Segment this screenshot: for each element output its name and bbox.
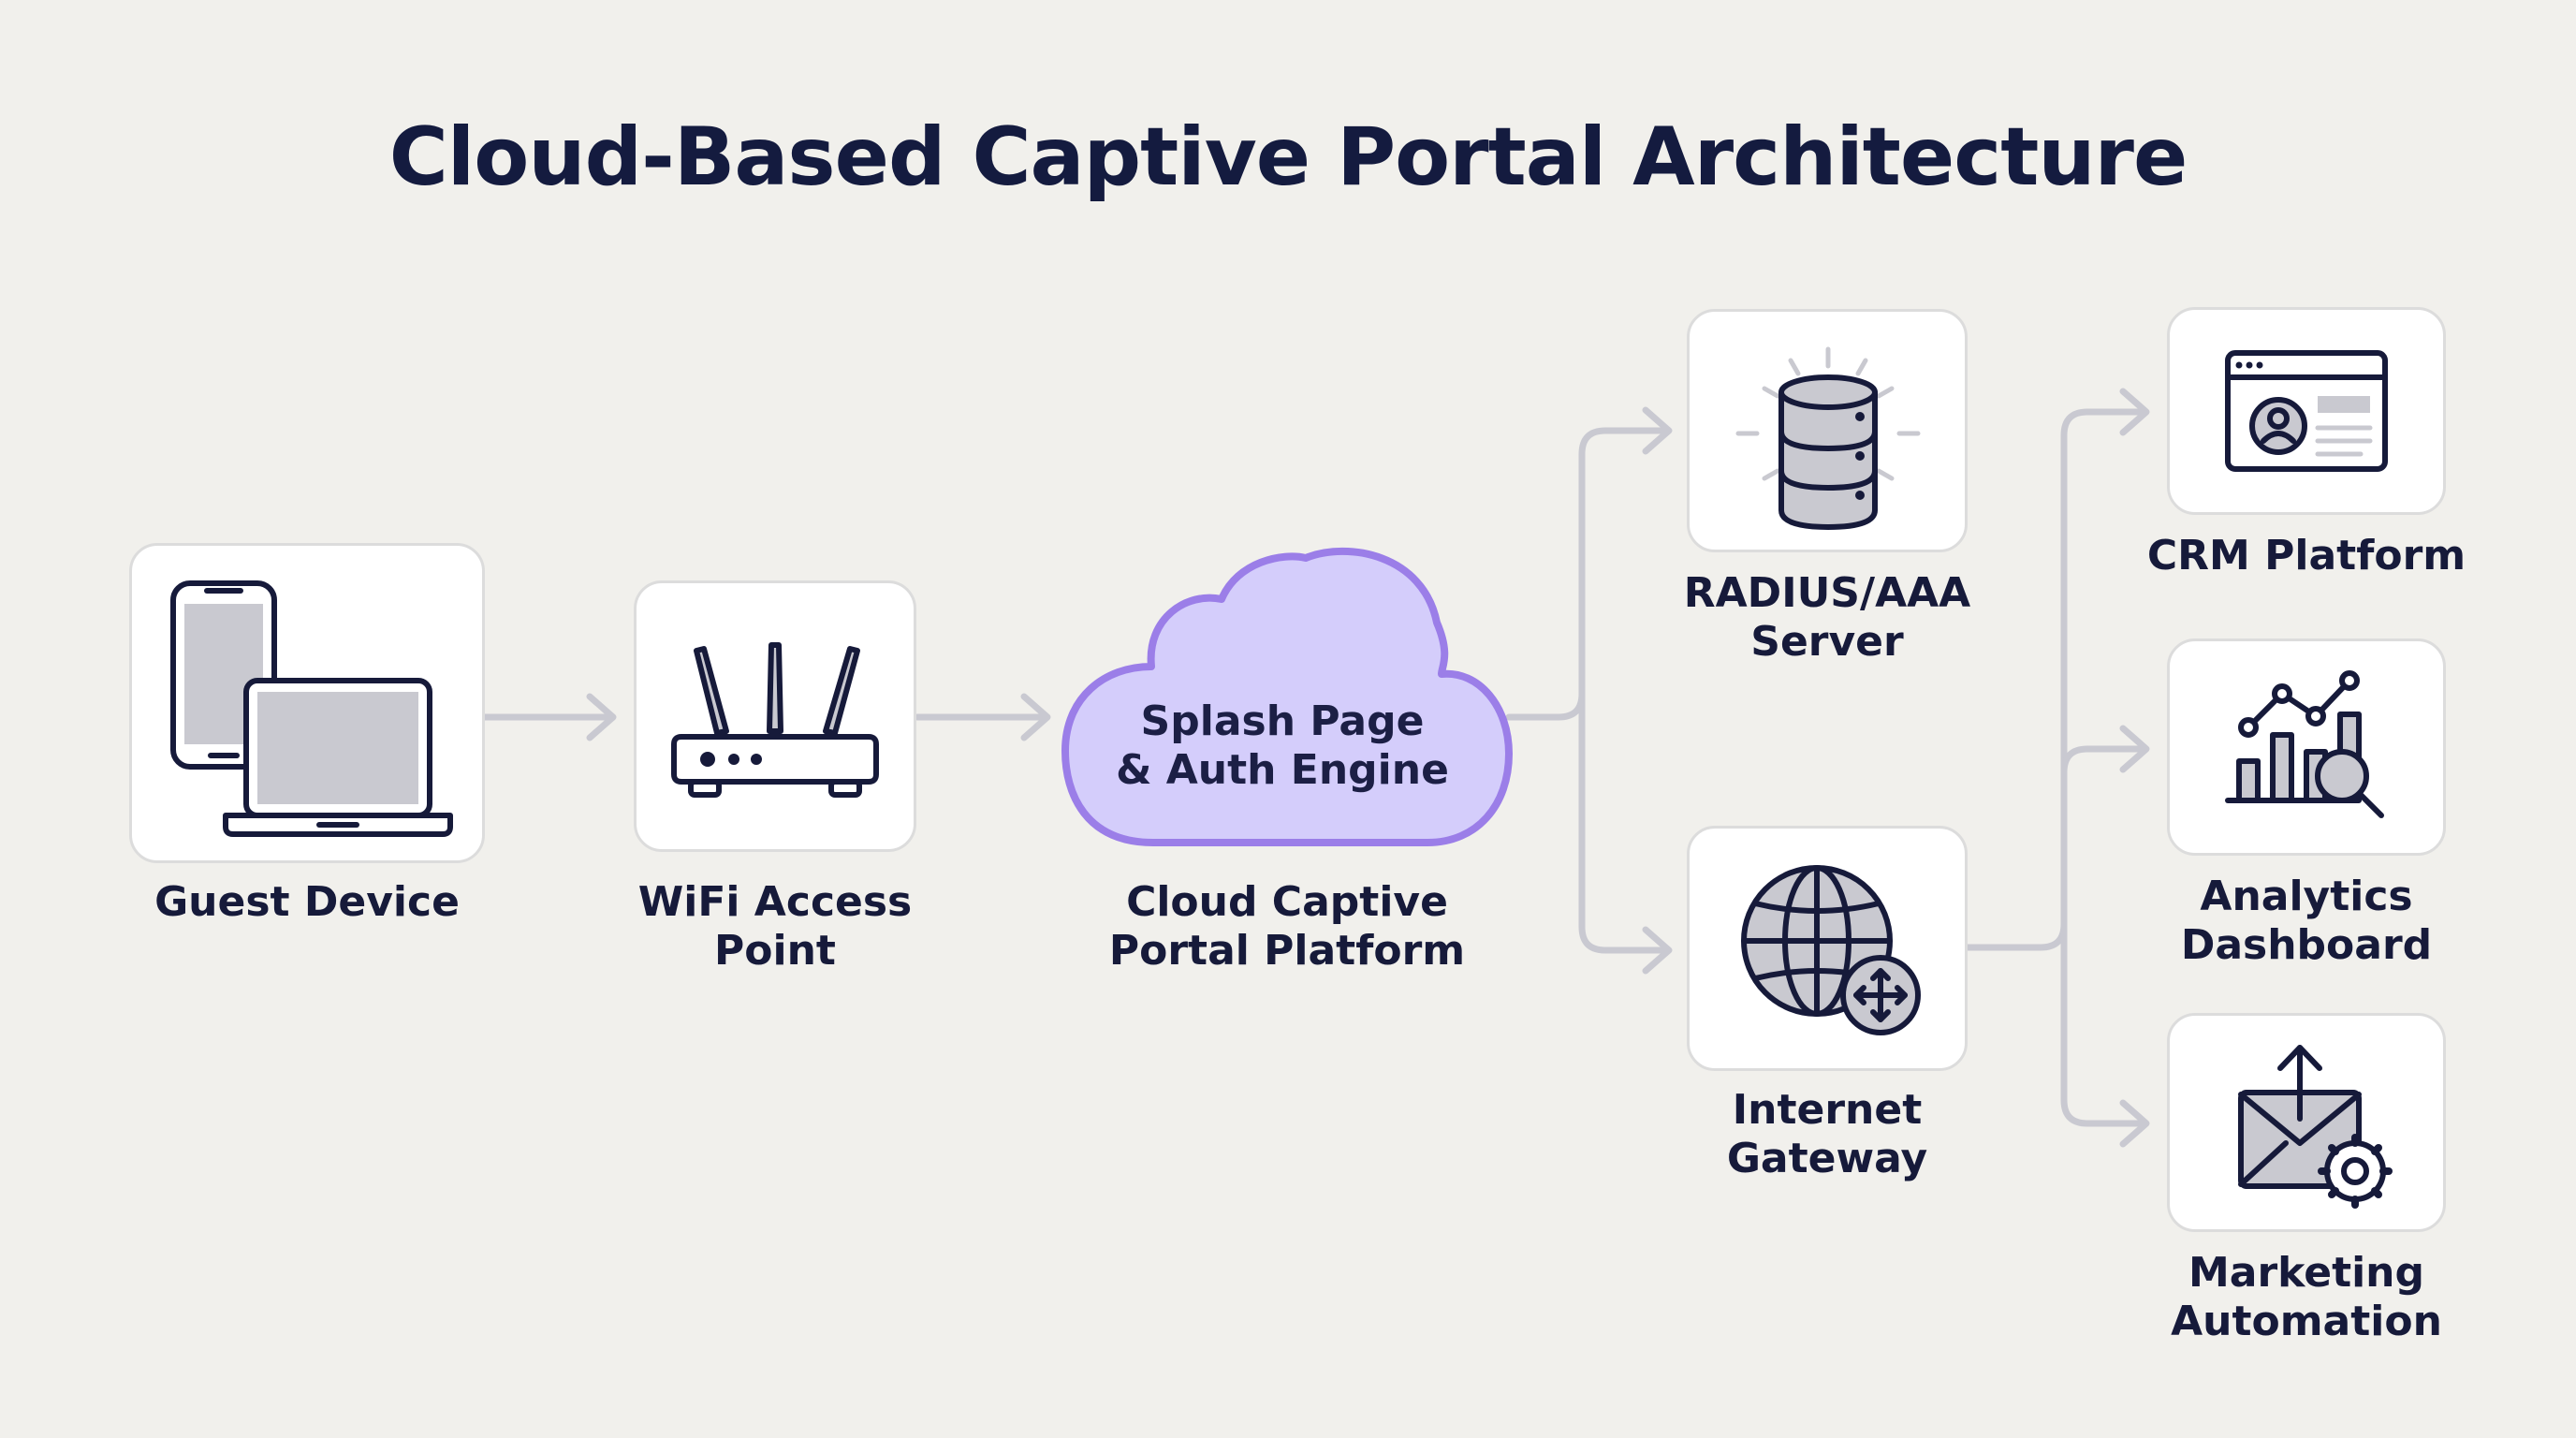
- connector-cloud-to-gateway: [1578, 690, 1670, 954]
- label-wifi-ap-line1: WiFi Access: [637, 878, 913, 926]
- label-crm: CRM Platform: [2146, 532, 2466, 580]
- label-cloud-platform: Cloud Captive Portal Platform: [1100, 878, 1474, 976]
- node-radius: [1687, 309, 1968, 552]
- label-gateway: Internet Gateway: [1640, 1086, 2014, 1183]
- router-icon: [671, 642, 879, 798]
- node-gateway: [1687, 826, 1968, 1071]
- label-radius: RADIUS/AAA Server: [1640, 569, 2014, 667]
- label-guest-device: Guest Device: [154, 878, 460, 926]
- arrowhead-to-crm: [2119, 388, 2150, 436]
- node-analytics: [2167, 638, 2446, 856]
- connector-gateway-branch: [1964, 408, 2147, 951]
- globe-icon: [1741, 865, 1921, 1035]
- label-radius-line1: RADIUS/AAA: [1683, 569, 1971, 617]
- label-gateway-line2: Gateway: [1726, 1135, 1928, 1182]
- label-analytics-line2: Dashboard: [2180, 921, 2433, 969]
- chart-magnifier-icon: [2225, 670, 2384, 818]
- node-guest-device: [129, 543, 485, 863]
- connector-cloud-branch: [1505, 427, 1670, 721]
- label-analytics-line1: Analytics: [2200, 873, 2413, 920]
- connector-to-analytics: [2060, 745, 2147, 776]
- arrowhead-to-radius: [1642, 406, 1673, 455]
- label-radius-line2: Server: [1750, 618, 1904, 666]
- node-wifi-ap: [634, 580, 916, 852]
- arrowhead-wifi-to-cloud: [1020, 693, 1051, 741]
- arrowhead-to-gateway: [1642, 926, 1673, 975]
- cloud-inner-text: Splash Page & Auth Engine: [1095, 697, 1470, 795]
- node-crm: [2167, 307, 2446, 515]
- label-cloud-line1: Cloud Captive: [1126, 878, 1448, 926]
- cloud-icon: [1061, 547, 1513, 846]
- connector-to-marketing: [2060, 920, 2147, 1127]
- email-gear-icon: [2238, 1045, 2393, 1209]
- label-marketing-line2: Automation: [2171, 1298, 2442, 1345]
- page-title: Cloud-Based Captive Portal Architecture: [388, 110, 2188, 204]
- label-wifi-ap-line2: Point: [714, 927, 836, 975]
- crm-profile-icon: [2225, 350, 2388, 472]
- cloud-inner-line2: & Auth Engine: [1116, 746, 1449, 794]
- label-wifi-ap: WiFi Access Point: [588, 878, 962, 976]
- arrowhead-to-analytics: [2119, 725, 2150, 773]
- phone-laptop-icon: [170, 580, 453, 837]
- arrowhead-guest-to-wifi: [586, 693, 617, 741]
- label-gateway-line1: Internet: [1732, 1086, 1923, 1134]
- node-marketing: [2167, 1013, 2446, 1232]
- label-cloud-line2: Portal Platform: [1108, 927, 1466, 975]
- arrowhead-to-marketing: [2119, 1099, 2150, 1148]
- database-icon: [1735, 346, 1921, 530]
- label-marketing-line1: Marketing: [2188, 1249, 2425, 1297]
- label-analytics: Analytics Dashboard: [2119, 873, 2494, 970]
- cloud-inner-line1: Splash Page: [1140, 697, 1425, 745]
- label-marketing: Marketing Automation: [2119, 1249, 2494, 1346]
